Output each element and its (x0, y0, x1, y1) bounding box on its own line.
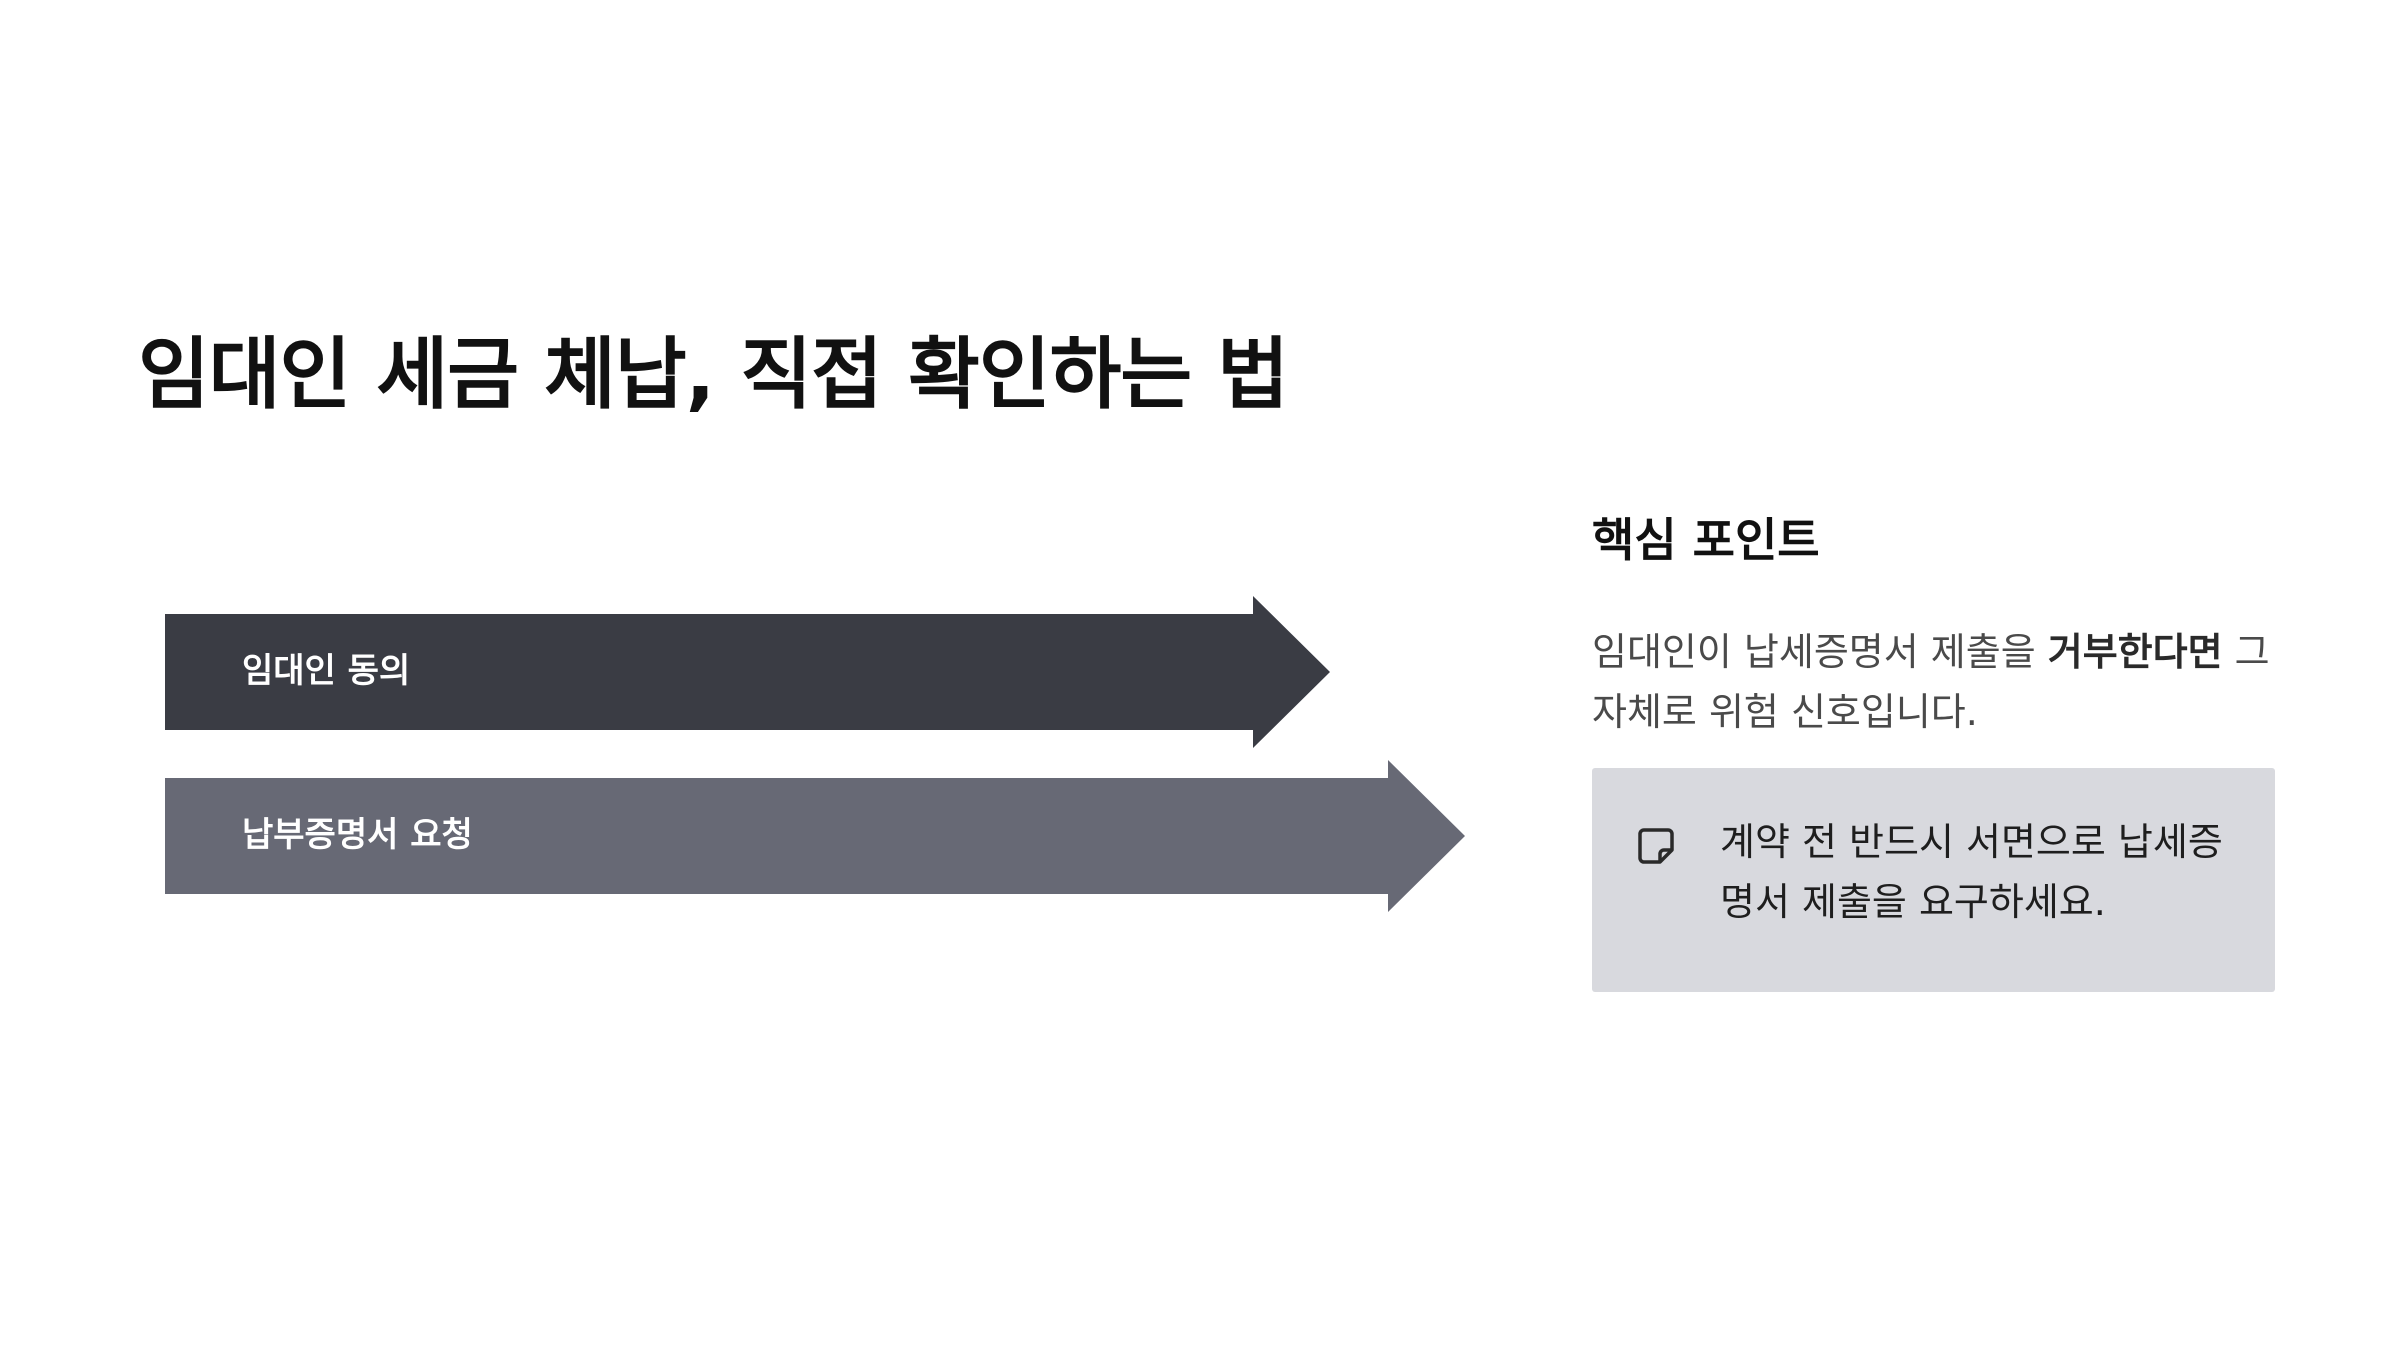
sticky-note-icon (1638, 828, 1674, 864)
desc-text-after: 그 자체로 위험 신호입니다. (1592, 630, 2270, 734)
step-arrow-1: 임대인 동의 (165, 596, 1330, 748)
desc-text-before: 임대인이 납세증명서 제출을 (1592, 630, 2048, 674)
note-text: 계약 전 반드시 서면으로 납세증명서 제출을 요구하세요. (1720, 820, 2223, 924)
step-arrow-2: 납부증명서 요청 (165, 760, 1465, 912)
note-callout: 계약 전 반드시 서면으로 납세증명서 제출을 요구하세요. (1592, 768, 2275, 992)
key-point-heading: 핵심 포인트 (1592, 513, 1820, 567)
step-arrow-1-label: 임대인 동의 (242, 651, 410, 691)
key-point-panel: 핵심 포인트 임대인이 납세증명서 제출을 거부한다면 그 자체로 위험 신호입… (1592, 504, 2282, 742)
step-arrow-2-shape (165, 760, 1465, 912)
key-point-description: 임대인이 납세증명서 제출을 거부한다면 그 자체로 위험 신호입니다. (1592, 622, 2282, 742)
page-title: 임대인 세금 체납, 직접 확인하는 법 (138, 330, 1289, 420)
desc-text-bold: 거부한다면 (2047, 630, 2223, 674)
step-arrow-2-label: 납부증명서 요청 (242, 815, 473, 855)
step-arrow-1-shape (165, 596, 1330, 748)
process-arrows: 임대인 동의 납부증명서 요청 (165, 596, 1465, 912)
